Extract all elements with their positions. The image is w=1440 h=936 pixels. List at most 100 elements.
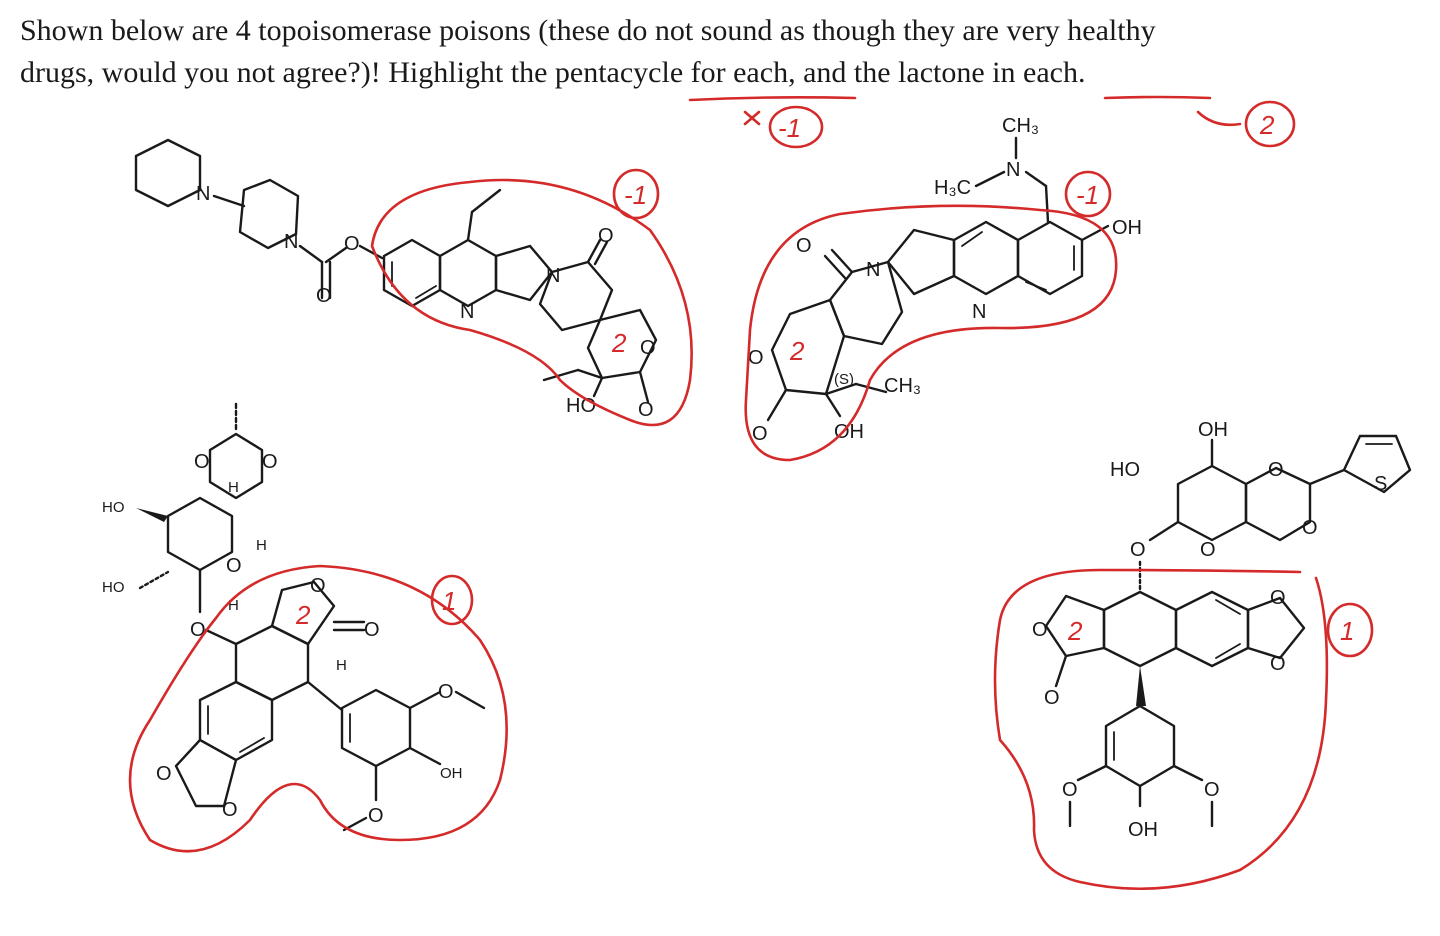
lactone-ring-4 [1044,594,1106,658]
lactone-carbonyl-o-4: O [1044,687,1060,709]
lactone-arrow [1196,110,1242,127]
ring-c [494,244,554,302]
hydroxyl-1: HO [566,395,596,417]
quinoline-n-2: N [972,301,986,323]
lactone-ring-o-1: O [640,337,656,359]
pyridone-o-2: O [796,235,812,257]
dioxane-ring [208,432,264,500]
question-line-2: drugs, would you not agree?)! Highlight … [20,56,1085,90]
thiophene-s: S [1374,473,1387,495]
dioxole-o-3: O [1270,587,1286,609]
q2-part-c: for each, and the [683,56,899,89]
lactone-mark-2: 2 [789,336,805,366]
dioxole-ring-3 [174,738,238,808]
topo-ring-c [886,228,956,296]
glucose-o: O [226,555,242,577]
pentacycle-circle-1 [370,178,693,427]
piperidine-n: N [196,183,210,205]
pentacycle-circle-4 [993,568,1329,891]
lactone-carbonyl-o-3: O [364,619,380,641]
hydroxyl-3: HO [102,499,125,516]
thiophene-ring [1342,434,1412,494]
mark-circle-3 [430,574,474,626]
h-3: H [228,597,239,614]
lactone-ring-o-2: O [748,347,764,369]
phenol-oh-3: OH [440,765,463,782]
h-1: H [228,479,239,496]
x-mark [743,110,761,126]
piperidine-ring-2 [238,178,300,250]
dioxole-ring-4 [1246,596,1306,660]
methoxy-o-1: O [438,681,454,703]
molecule-irinotecan: N N O O N N O O O HO [134,138,693,427]
methyl-left: H₃C [934,177,971,199]
lactone-mark-3: 2 [295,600,311,630]
dioxole-o-2: O [222,799,238,821]
keyword-pentacycle: pentacycle [554,56,684,89]
mark-circle-1 [612,168,660,220]
glucose-o-4: O [1200,539,1216,561]
aryl-ring-4 [1104,704,1176,788]
lactone-carbonyl-o-1: O [638,399,654,421]
pentacycle-circle-2 [744,204,1118,462]
dioxole-o-4: O [1270,653,1286,675]
h-2: H [256,537,267,554]
mark-2: -1 [1076,180,1099,210]
score-circle-pentacycle [768,105,824,149]
carbonyl-o-1: O [316,285,332,307]
q2-part-a: drugs, would you not agree?)! Highlight … [20,56,555,89]
hydroxyl-2: OH [834,421,864,443]
lactone-mark-4: 2 [1067,616,1083,646]
mark-circle-4 [1326,602,1374,658]
methyl-top: CH₃ [1002,115,1039,137]
molecule-etoposide: O O H O HO HO H O H O O H O O O [102,402,508,853]
h-4: H [336,657,347,674]
hydroxyl-4: HO [102,579,125,596]
q2-part-e: in each. [984,56,1086,89]
benzo-ring-3 [198,680,274,762]
piperidine2-n: N [284,231,298,253]
tetralin-ring [234,624,310,702]
question-line-1: Shown below are 4 topoisomerase poisons … [20,14,1156,47]
benzo-ring-4 [1174,590,1250,668]
glucose-ring-4 [1176,464,1248,542]
mark-4: 1 [1340,616,1354,646]
hydroxyl-5: OH [1198,419,1228,441]
topo-ring-b [952,220,1020,296]
dioxane-o-2: O [262,451,278,473]
piperidine-ring [134,138,202,208]
mark-circle-2 [1064,170,1112,218]
underline-pentacycle [688,96,857,102]
score-pentacycle: -1 [778,113,801,143]
glycoside-o-1: O [190,619,206,641]
mark-1: -1 [624,180,647,210]
dioxole-o-1: O [156,763,172,785]
ester-o-1: O [344,233,360,255]
amine-n: N [1006,159,1020,181]
dioxane-o-1: O [194,451,210,473]
aryl-ring-3 [340,688,412,768]
dioxane-ring-4 [1244,466,1312,542]
lactone-carbonyl-o-2: O [752,423,768,445]
phenol-oh: OH [1112,217,1142,239]
ethyl-ch3: CH₃ [884,375,921,397]
glucose-ring [166,496,234,572]
header-annotations: -1 2 [688,95,1296,149]
lactone-ring-o-3: O [310,575,326,597]
tetralin-ring-4 [1102,590,1178,668]
molecule-topotecan: CH₃ N H₃C OH N N O O O CH₃ OH (S) [744,115,1142,462]
score-circle-lactone [1244,100,1296,148]
methoxy-o-4: O [1204,779,1220,801]
ring-b [438,238,498,308]
lactone-ring-3 [270,580,336,646]
pyrrole-n-2: N [866,259,880,281]
dioxane-o-3: O [1268,459,1284,481]
dioxane-o-4: O [1302,517,1318,539]
methoxy-o-3: O [1062,779,1078,801]
stereo-label: (S) [834,371,854,388]
glycoside-o-2: O [1130,539,1146,561]
phenol-oh-4: OH [1128,819,1158,841]
lactone-mark-1: 2 [611,328,627,358]
keyword-lactone: lactone [898,56,985,89]
quinoline-n-1: N [460,301,474,323]
